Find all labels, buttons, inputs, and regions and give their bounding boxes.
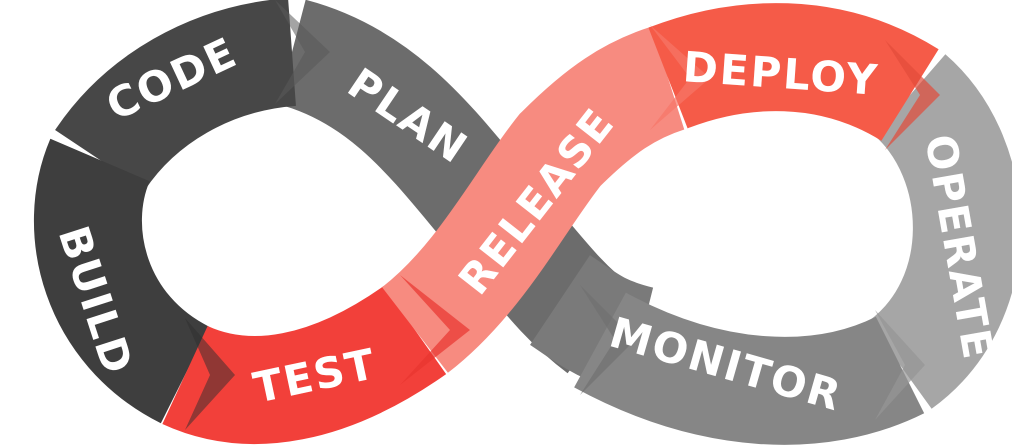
stage-operate-band — [866, 54, 1012, 409]
arrow-chevron — [185, 318, 235, 430]
arrow-chevron — [885, 40, 940, 150]
arrow-chevron — [580, 285, 635, 395]
arrow-chevron — [650, 25, 710, 130]
arrow-chevron — [400, 275, 470, 385]
stage-monitor-band — [574, 292, 925, 445]
stage-release-band — [381, 26, 686, 373]
stage-build-band — [34, 138, 212, 424]
arrow-chevron — [275, 0, 330, 104]
arrow-chevron — [875, 310, 925, 420]
stage-code-band — [55, 0, 298, 192]
